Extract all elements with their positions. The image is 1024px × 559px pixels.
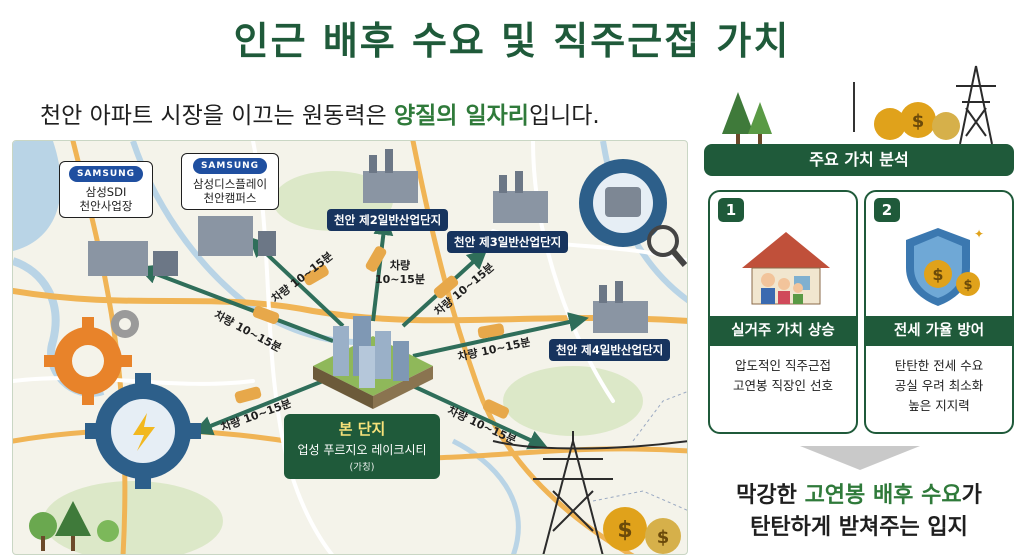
conclusion-line-2: 탄탄하게 받쳐주는 입지 — [750, 515, 968, 540]
industrial-complex-2: 천안 제2일반산업단지 — [327, 209, 449, 231]
svg-text:$: $ — [963, 278, 972, 293]
tree-icon — [722, 92, 772, 144]
card-caption: 전세 가율 방어 — [866, 316, 1012, 346]
tree-icon — [29, 501, 119, 551]
card-desc-line: 고연봉 직장인 선호 — [733, 378, 833, 393]
samsung-logo: SAMSUNG — [192, 158, 268, 174]
card-description: 압도적인 직주근접 고연봉 직장인 선호 — [710, 356, 856, 396]
value-analysis-header: 주요 가치 분석 — [704, 144, 1014, 176]
conclusion-prefix: 막강한 — [736, 483, 805, 508]
main-complex-title: 본 단지 — [338, 420, 386, 438]
main-complex-note: (가칭) — [349, 462, 375, 473]
subtitle-highlight: 양질의 일자리 — [393, 103, 529, 129]
main-complex-name: 업성 푸르지오 레이크시티 — [297, 443, 427, 457]
value-card-1: 1 실거주 가치 상승 압도적인 직주근접 고연봉 직장인 선호 — [708, 190, 858, 434]
money-bag-icon: $ $ — [603, 507, 681, 554]
page-title: 인근 배후 수요 및 직주근접 가치 — [233, 19, 791, 63]
map-background: $ $ — [13, 141, 687, 554]
industrial-complex-3: 천안 제3일반산업단지 — [447, 231, 569, 253]
card-number: 2 — [874, 198, 900, 222]
card-description: 탄탄한 전세 수요 공실 우려 최소화 높은 지지력 — [866, 356, 1012, 416]
commute-time-label: 차량 10~15분 — [375, 259, 425, 286]
subtitle-prefix: 천안 아파트 시장을 이끄는 원동력은 — [40, 103, 394, 129]
commute-map: $ $ SAMSUNG 삼성SDI 천안사업장 SAMSUNG 삼성디스플레이 … — [12, 140, 688, 555]
subtitle-suffix: 입니다. — [528, 103, 600, 129]
value-card-2: 2 $ $ ✦ 전세 가율 방어 탄탄한 전세 수요 공실 우려 최소화 높은 … — [864, 190, 1014, 434]
power-tower-icon — [956, 65, 996, 145]
industrial-complex-4: 천안 제4일반산업단지 — [549, 339, 671, 361]
workplace-samsung-sdi: SAMSUNG 삼성SDI 천안사업장 — [59, 161, 153, 218]
workplace-samsung-display: SAMSUNG 삼성디스플레이 천안캠퍼스 — [181, 153, 279, 210]
card-desc-line: 탄탄한 전세 수요 — [894, 358, 984, 373]
shield-money-icon: $ $ ✦ — [906, 227, 984, 306]
conclusion-text: 막강한 고연봉 배후 수요가 탄탄하게 받쳐주는 입지 — [704, 480, 1014, 544]
factory-icon — [88, 149, 648, 333]
card-desc-line: 높은 지지력 — [908, 398, 970, 413]
card-desc-line: 공실 우려 최소화 — [894, 378, 984, 393]
conclusion-highlight: 고연봉 배후 수요 — [804, 483, 962, 508]
car-icon — [234, 246, 510, 419]
main-complex-label: 본 단지 업성 푸르지오 레이크시티 (가칭) — [284, 414, 440, 479]
house-family-icon — [742, 232, 830, 305]
card-caption: 실거주 가치 상승 — [710, 316, 856, 346]
conclusion-line-1: 막강한 고연봉 배후 수요가 — [704, 480, 1014, 512]
down-arrow-icon — [800, 446, 920, 470]
card-number: 1 — [718, 198, 744, 222]
svg-text:$: $ — [912, 111, 925, 132]
samsung-logo: SAMSUNG — [68, 166, 144, 182]
engine-icon — [579, 159, 687, 267]
svg-text:✦: ✦ — [974, 227, 984, 241]
money-bag-icon: $ — [874, 102, 960, 140]
gear-icon — [44, 310, 201, 489]
panel-decoration: $ — [722, 65, 996, 145]
page-subtitle: 천안 아파트 시장을 이끄는 원동력은 양질의 일자리입니다. — [40, 96, 600, 130]
workplace-name: 삼성디스플레이 천안캠퍼스 — [192, 177, 268, 205]
apartment-icon — [313, 316, 433, 409]
card-desc-line: 압도적인 직주근접 — [735, 358, 831, 373]
power-tower-icon — [492, 431, 687, 554]
svg-text:$: $ — [657, 527, 670, 548]
svg-text:$: $ — [617, 518, 632, 543]
conclusion-suffix: 가 — [961, 483, 982, 508]
svg-text:$: $ — [932, 265, 943, 284]
workplace-name: 삼성SDI 천안사업장 — [79, 185, 133, 213]
